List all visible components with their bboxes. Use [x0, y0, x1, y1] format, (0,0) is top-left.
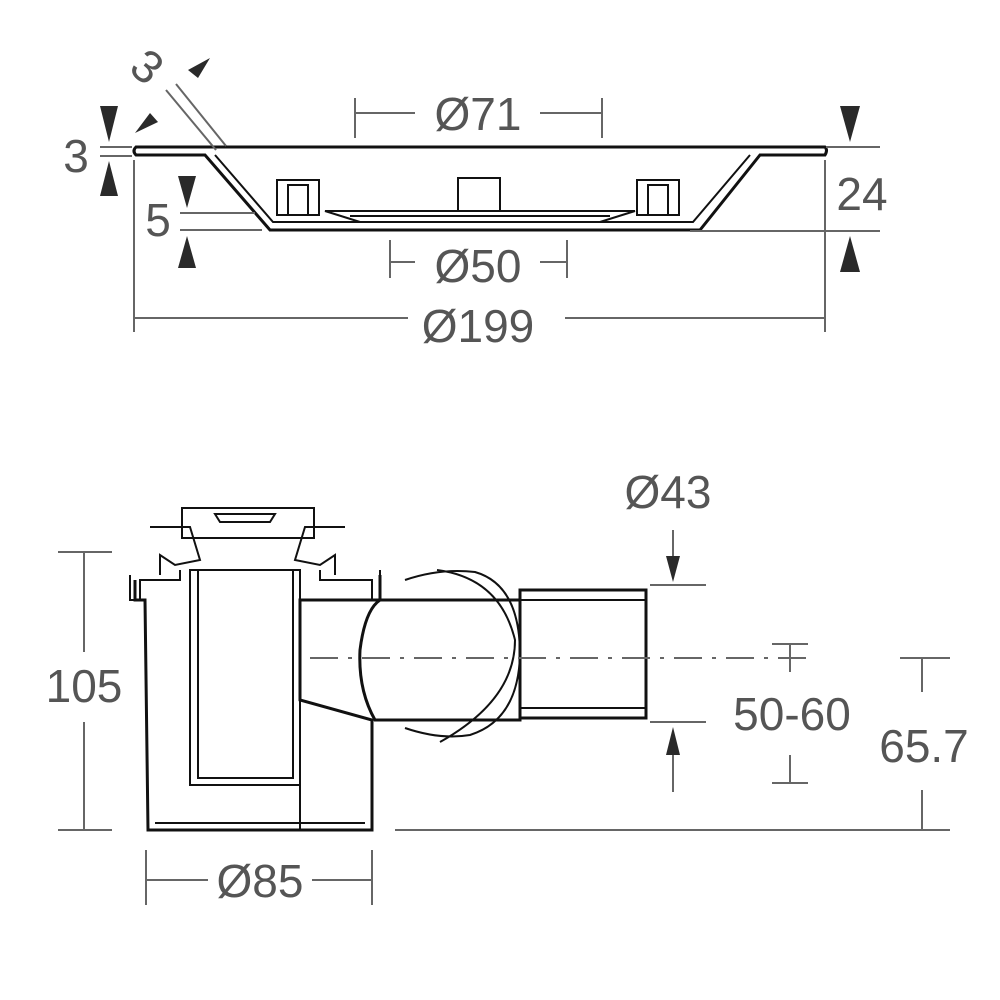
dim-h5-label: 5 [145, 194, 171, 246]
dim-h5-arrow-top [178, 176, 196, 208]
dim-h3-angled-line-b [175, 83, 227, 147]
clip-right-side [319, 570, 381, 601]
dim-h3-angled-line-a [165, 89, 217, 151]
flange-right [293, 526, 345, 575]
trap-body [133, 575, 382, 832]
dim-d43-label: Ø43 [625, 466, 712, 518]
dim-d199-label: Ø199 [422, 300, 535, 352]
trap-inner-core [197, 569, 294, 779]
clip-left-side [129, 570, 181, 601]
grate-cap [213, 513, 277, 523]
dim-h5-arrow-bottom [178, 236, 196, 268]
elbow-curve-back [436, 569, 517, 743]
clip-right-inner [647, 184, 669, 216]
dim-d85-label: Ø85 [217, 855, 304, 907]
dim-h105-label: 105 [46, 660, 123, 712]
elbow-outlet [358, 598, 522, 722]
dim-h3-angled-arrow-b [135, 113, 158, 133]
grate-top [181, 507, 315, 539]
dim-d50-label: Ø50 [435, 240, 522, 292]
dim-h65-7-label: 65.7 [879, 720, 969, 772]
top-view: Ø71 Ø50 Ø199 24 3 3 [63, 38, 887, 352]
dim-h3-label: 3 [63, 130, 89, 182]
dim-h3-arrow-top [100, 106, 118, 142]
dim-h24-arrow-bottom [840, 236, 860, 272]
pipe-void [524, 602, 642, 706]
side-view: Ø43 50-60 65.7 105 Ø85 [46, 466, 969, 907]
flange-left [150, 526, 202, 575]
dim-h24-label: 24 [836, 168, 887, 220]
elbow-curve-front [404, 570, 522, 738]
dim-d71-label: Ø71 [435, 88, 522, 140]
dim-r50-60-label: 50-60 [733, 688, 851, 740]
grate-disc [324, 210, 636, 223]
dim-h24-arrow-top [840, 106, 860, 142]
clip-left-inner [287, 184, 309, 216]
dim-d43-arrow-bottom [666, 727, 680, 755]
dim-h3-arrow-bottom [100, 161, 118, 196]
dim-d43-arrow-top [666, 556, 680, 582]
dim-h3-angled-arrow-a [188, 58, 210, 78]
dim-h3-angled-label: 3 [121, 38, 174, 94]
trap-inner-wall [189, 569, 301, 786]
